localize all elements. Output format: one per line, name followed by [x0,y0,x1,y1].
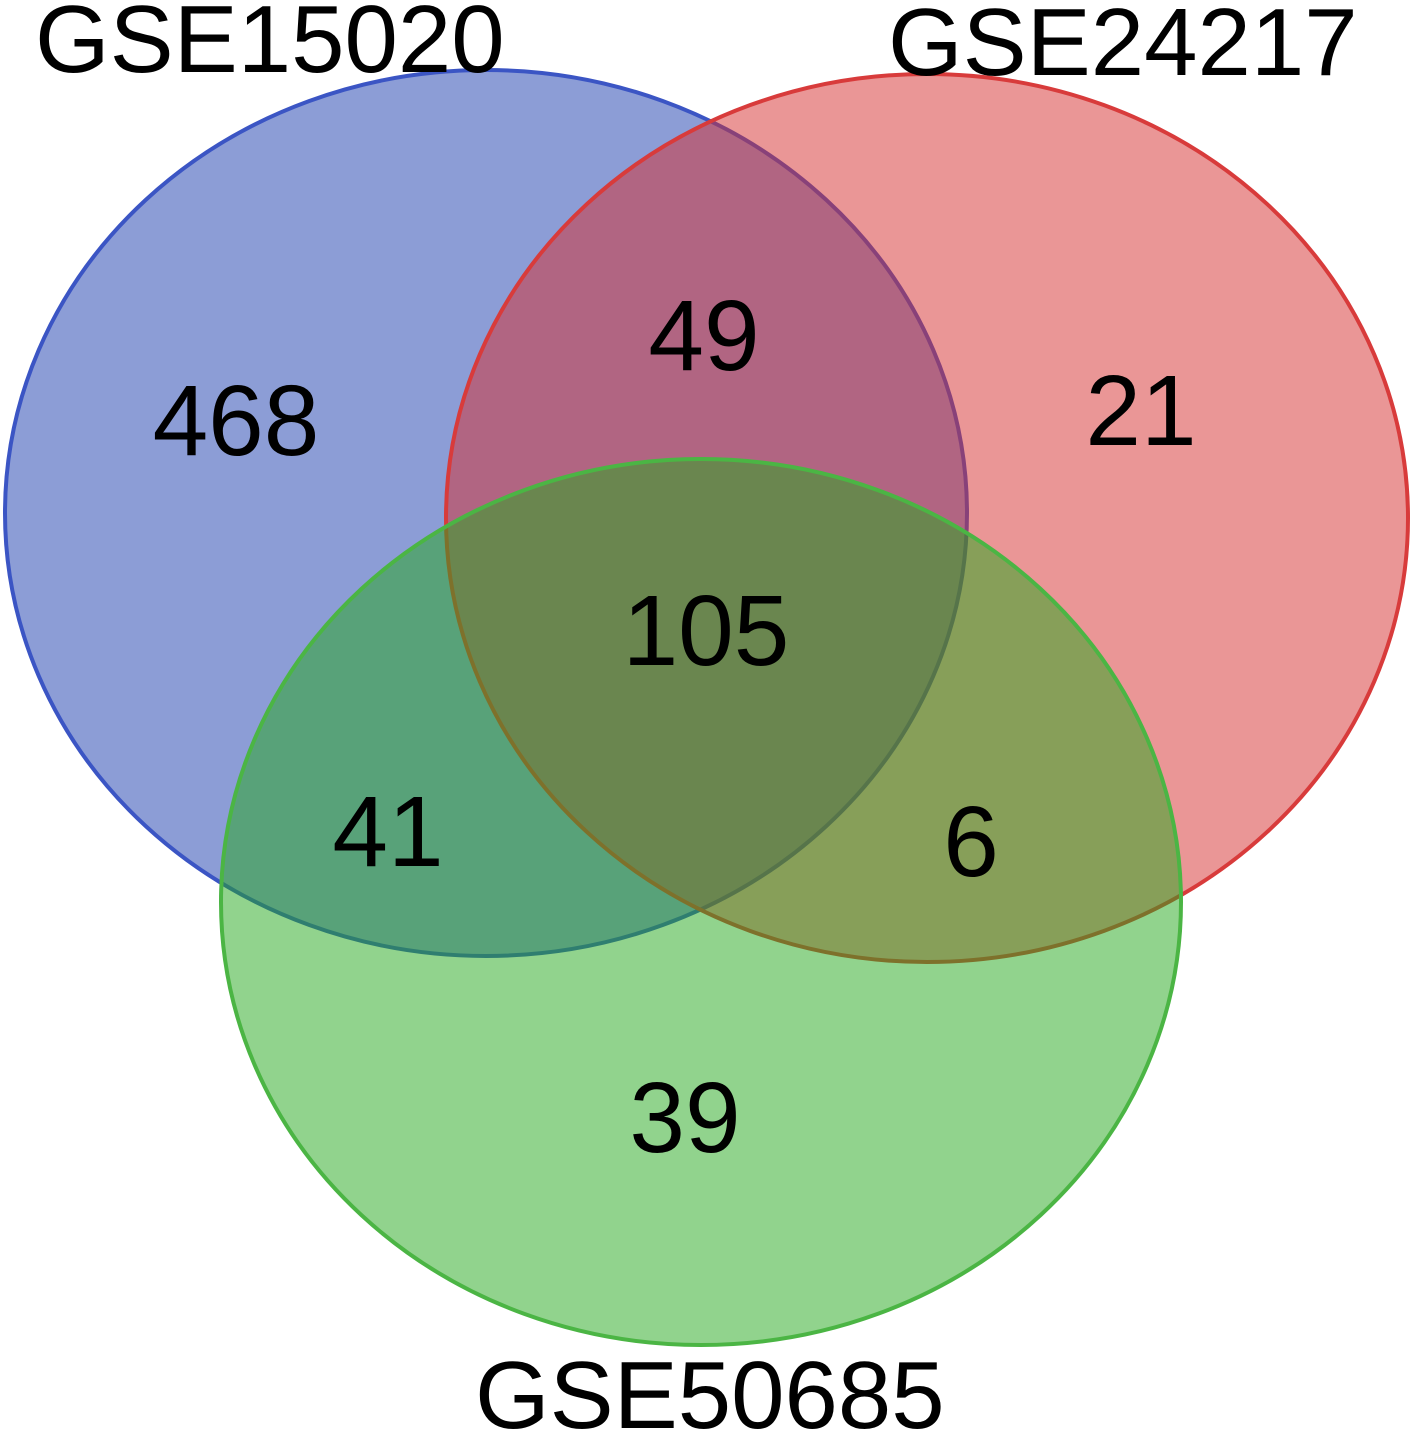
set-circle-gse50685 [219,457,1183,1347]
count-gse15020-gse50685: 41 [332,776,443,888]
count-gse15020-only: 468 [153,365,320,477]
count-gse24217-only: 21 [1085,355,1196,467]
set-label-gse15020: GSE15020 [35,0,505,93]
count-all-three: 105 [623,575,790,687]
count-gse24217-gse50685: 6 [943,786,999,898]
count-gse15020-gse24217: 49 [648,280,759,392]
set-label-gse24217: GSE24217 [888,0,1358,96]
count-gse50685-only: 39 [629,1062,740,1174]
set-label-gse50685: GSE50685 [475,1342,945,1439]
